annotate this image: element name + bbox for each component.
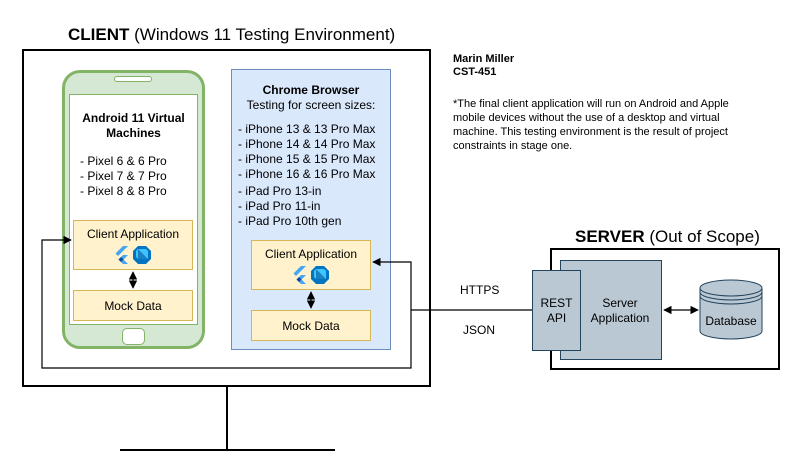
flutter-icon xyxy=(293,266,306,284)
client-title-bold: CLIENT xyxy=(68,25,130,44)
browser-subtitle: Testing for screen sizes: xyxy=(246,98,376,112)
phone-home-button xyxy=(122,328,145,345)
android-mock-data-box: Mock Data xyxy=(73,290,193,321)
iphone-item: - iPhone 14 & 14 Pro Max xyxy=(238,137,376,151)
ipad-list: - iPad Pro 13-in - iPad Pro 11-in - iPad… xyxy=(238,184,341,229)
iphone-item: - iPhone 15 & 15 Pro Max xyxy=(238,152,376,166)
author-name: Marin Miller xyxy=(453,53,515,65)
author-course: CST-451 xyxy=(453,66,497,78)
browser-mock-data-box: Mock Data xyxy=(251,310,371,341)
client-title-rest: (Windows 11 Testing Environment) xyxy=(129,25,396,44)
ipad-item: - iPad Pro 10th gen xyxy=(238,214,342,228)
browser-connection-line xyxy=(372,257,532,311)
android-connection-line xyxy=(41,235,412,369)
browser-mock-data-label: Mock Data xyxy=(282,319,340,333)
client-title: CLIENT (Windows 11 Testing Environment) xyxy=(68,25,395,45)
dart-icon xyxy=(133,246,151,264)
server-application-label: Server Application xyxy=(590,296,650,325)
server-title: SERVER (Out of Scope) xyxy=(575,227,760,247)
android-mock-data-label: Mock Data xyxy=(104,299,162,313)
iphone-item: - iPhone 16 & 16 Pro Max xyxy=(238,167,376,181)
server-title-bold: SERVER xyxy=(575,227,645,246)
phone-speaker xyxy=(114,76,152,82)
ipad-item: - iPad Pro 13-in xyxy=(238,184,322,198)
flutter-icon xyxy=(115,246,128,264)
iphone-item: - iPhone 13 & 13 Pro Max xyxy=(238,122,376,136)
browser-title: Chrome Browser xyxy=(262,83,360,97)
iphone-list: - iPhone 13 & 13 Pro Max - iPhone 14 & 1… xyxy=(238,122,375,182)
android-device-item: - Pixel 7 & 7 Pro xyxy=(80,169,167,183)
https-label: HTTPS xyxy=(460,283,500,297)
rest-api-box xyxy=(532,270,581,351)
json-label: JSON xyxy=(463,323,496,337)
android-title: Android 11 Virtual Machines xyxy=(82,111,185,140)
rest-api-label: REST API xyxy=(540,296,573,325)
browser-client-app-box: Client Application xyxy=(251,240,371,290)
server-title-rest: (Out of Scope) xyxy=(644,227,760,246)
author-block: Marin Miller CST-451 xyxy=(453,53,514,79)
android-device-list: - Pixel 6 & 6 Pro - Pixel 7 & 7 Pro - Pi… xyxy=(80,154,167,199)
android-client-app-box: Client Application xyxy=(73,220,193,270)
android-device-item: - Pixel 6 & 6 Pro xyxy=(80,154,167,168)
database-icon xyxy=(699,279,763,340)
dart-icon xyxy=(311,266,329,284)
note-text: *The final client application will run o… xyxy=(453,98,729,152)
android-client-app-label: Client Application xyxy=(86,227,180,241)
browser-client-app-label: Client Application xyxy=(264,247,358,261)
database-label: Database xyxy=(705,314,757,328)
android-device-item: - Pixel 8 & 8 Pro xyxy=(80,184,167,198)
ipad-item: - iPad Pro 11-in xyxy=(238,199,321,213)
